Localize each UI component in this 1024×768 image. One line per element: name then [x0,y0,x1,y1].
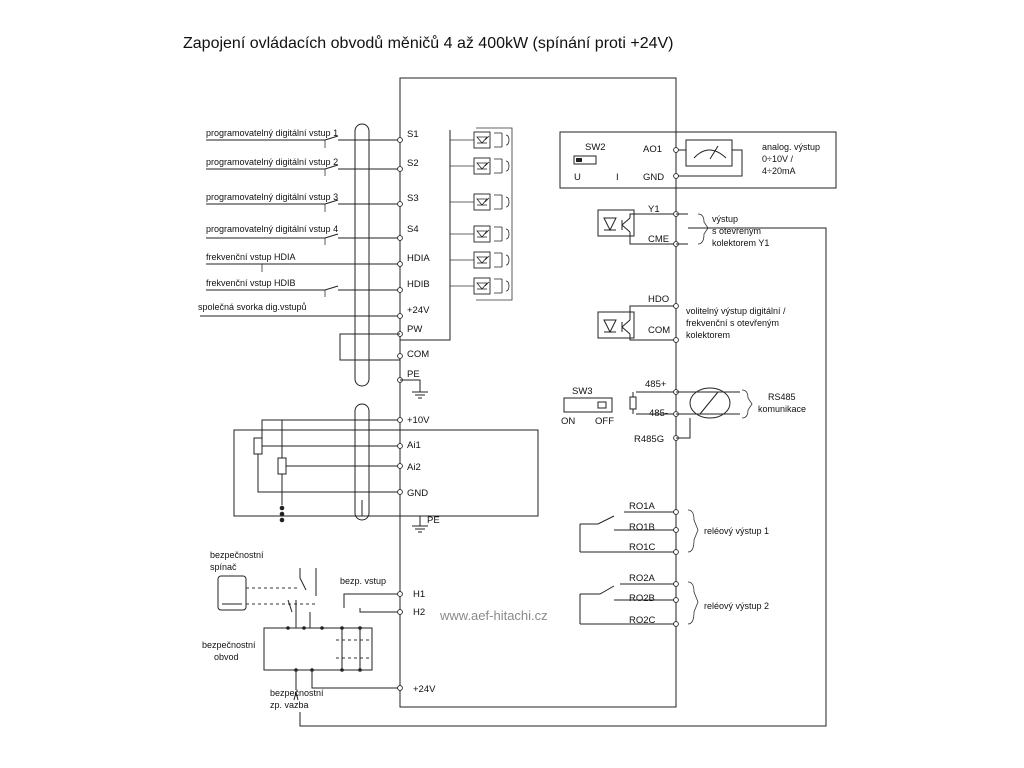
terminal-ro2c: RO2C [629,615,656,626]
y1-label-2: s otevřeným [712,226,761,236]
terminal-485p: 485+ [645,379,667,390]
terminal-h2: H2 [413,607,425,618]
relay1-label: reléový výstup 1 [704,526,769,536]
terminal-ai2: Ai2 [407,462,421,473]
input-label-2: programovatelný digitální vstup 2 [206,157,338,167]
terminal-hdia: HDIA [407,253,430,264]
ao-label-2: 0÷10V / [762,154,793,164]
input-label-hdia: frekvenční vstup HDIA [206,252,296,262]
relay-output-1 [579,509,699,555]
safety-feedback-label-1: bezpečnostní [270,688,324,698]
hdo-label-3: kolektorem [686,330,730,340]
y1-label-3: kolektorem Y1 [712,238,769,248]
terminal-s3: S3 [407,193,419,204]
input-optocouplers [400,127,513,341]
analog-inputs [233,403,539,533]
terminal-cme: CME [648,234,669,245]
inverter-frame [399,77,677,708]
terminal-r485g: R485G [634,434,664,445]
sw3-on-label: ON [561,416,575,427]
sw2-i-label: I [616,172,619,183]
input-label-1: programovatelný digitální vstup 1 [206,128,338,138]
hdo-output [597,303,679,343]
terminal-ro1c: RO1C [629,542,656,553]
safety-feedback-label-2: zp. vazba [270,700,309,710]
hdo-label-1: volitelný výstup digitální / [686,306,786,316]
safety-switch-label-2: spínač [210,562,237,572]
terminal-ao-gnd: GND [643,172,664,183]
terminal-p24-b: +24V [413,684,436,695]
terminal-ro1a: RO1A [629,501,656,512]
terminal-gnd: GND [407,488,428,499]
terminal-s1: S1 [407,129,419,140]
input-label-common: společná svorka dig.vstupů [198,302,307,312]
y1-label-1: výstup [712,214,738,224]
terminal-pe-2: PE [427,515,440,526]
terminal-s4: S4 [407,224,419,235]
terminal-pe: PE [407,369,420,380]
terminal-com: COM [407,349,429,360]
safety-circuit-label-2: obvod [214,652,239,662]
terminal-ro1b: RO1B [629,522,655,533]
rs485 [563,387,753,441]
input-label-4: programovatelný digitální vstup 4 [206,224,338,234]
relay2-label: reléový výstup 2 [704,601,769,611]
terminal-y1: Y1 [648,204,660,215]
safety-switch-label-1: bezpečnostní [210,550,264,560]
terminal-ro2a: RO2A [629,573,656,584]
safety-circuit [217,568,403,701]
terminal-h1: H1 [413,589,425,600]
terminal-hdib: HDIB [407,279,430,290]
rs485-label-1: RS485 [768,392,796,402]
digital-inputs: programovatelný digitální vstup 1 progra… [198,123,428,399]
terminal-p24: +24V [407,305,430,316]
terminal-s2: S2 [407,158,419,169]
terminal-485n: 485- [649,408,668,419]
rs485-label-2: komunikace [758,404,806,414]
safety-input-label: bezp. vstup [340,576,386,586]
terminal-hdo-com: COM [648,325,670,336]
watermark: www.aef-hitachi.cz [439,608,548,623]
terminal-ai1: Ai1 [407,440,421,451]
sw2-u-label: U [574,172,581,183]
ao-label-3: 4÷20mA [762,166,795,176]
input-label-hdib: frekvenční vstup HDIB [206,278,296,288]
safety-circuit-label-1: bezpečnostní [202,640,256,650]
terminal-hdo: HDO [648,294,669,305]
oc-output-y1 [299,209,827,727]
input-label-3: programovatelný digitální vstup 3 [206,192,338,202]
relay-output-2 [579,581,699,627]
analog-output [559,131,837,189]
sw3-label: SW3 [572,386,593,397]
sw2-label: SW2 [585,142,606,153]
diagram-title: Zapojení ovládacích obvodů měničů 4 až 4… [183,34,674,52]
terminal-pw: PW [407,324,422,335]
hdo-label-2: frekvenční s otevřeným [686,318,779,328]
terminal-ro2b: RO2B [629,593,655,604]
ao-label-1: analog. výstup [762,142,820,152]
sw3-off-label: OFF [595,416,614,427]
terminal-p10: +10V [407,415,430,426]
terminal-ao1: AO1 [643,144,662,155]
